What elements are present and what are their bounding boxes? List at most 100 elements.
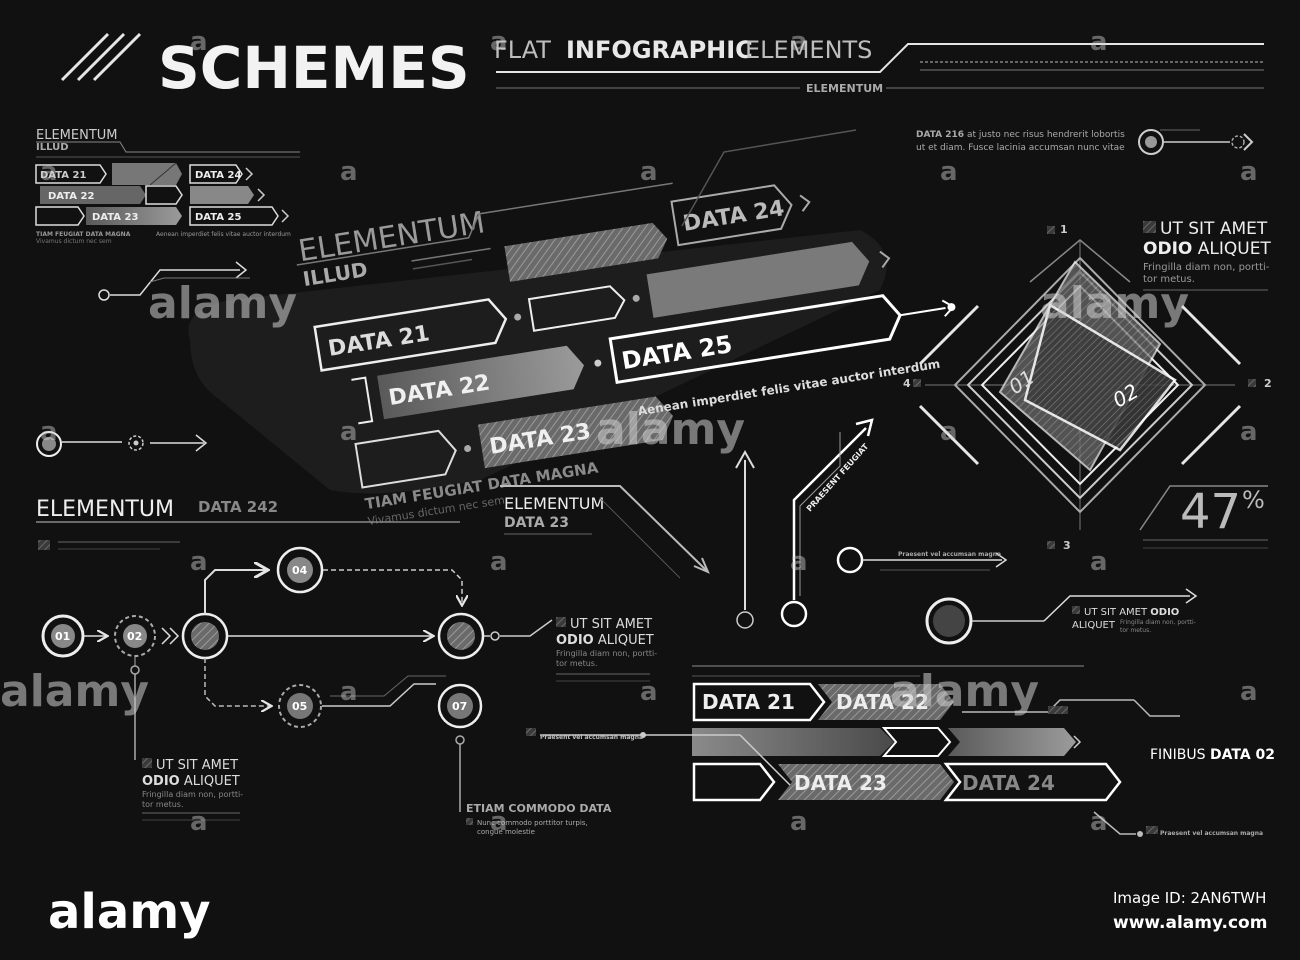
center-big-circle-core (933, 605, 965, 637)
center-elements: ELEMENTUM DATA 23 PRAESENT FEUGIAT Praes… (500, 418, 1198, 645)
watermark-a-4: a (1090, 27, 1108, 57)
header-slash-3 (92, 32, 142, 82)
bar-outline-left (692, 762, 776, 802)
mini-chip-21 (35, 164, 107, 184)
radar-frame-top (1029, 239, 1131, 283)
bars-small-left: Praesent vel accumsan magna (540, 734, 643, 741)
flow-callout-2-mark (556, 617, 566, 627)
persp-bar-22 (377, 345, 585, 420)
radar-frame-tl (918, 304, 980, 366)
mini-label-25: DATA 25 (195, 212, 241, 223)
mini-chip-outline-2 (35, 206, 85, 226)
watermark-a-23: a (790, 807, 808, 837)
flow-node-02 (123, 624, 147, 648)
center-diag-circle (780, 600, 808, 628)
page-title: SCHEMES (158, 34, 470, 102)
bars-small-left-mark (526, 728, 536, 736)
mini-chevron-1 (245, 167, 254, 181)
mini-chip-gray (112, 163, 182, 185)
bars-diag-connector (540, 734, 791, 786)
flow-title-data: DATA 242 (198, 498, 278, 516)
flow-diagram: ELEMENTUM DATA 242 01 02 04 05 (36, 497, 657, 836)
bars-small-right: Praesent vel accumsan magna (1160, 830, 1263, 837)
flow-double-chevron (161, 627, 180, 645)
center-callout-h2: ALIQUET (1072, 620, 1116, 631)
timeline-big-circle-core (42, 437, 56, 451)
radar-axis-4: 4 (903, 377, 911, 390)
flow-end-ring (437, 612, 485, 660)
radar-note-h2: ODIO ALIQUET (1143, 239, 1271, 259)
watermark-2: alamy (596, 404, 745, 455)
flow-callout-3-d2: congue molestie (477, 828, 535, 836)
persp-dot-3 (594, 359, 602, 367)
center-callout-d2: tor metus. (1120, 627, 1151, 634)
flow-edge-05-07-shadow (330, 675, 446, 697)
persp-chevron-3 (941, 299, 955, 317)
flow-edge-hub-04 (204, 570, 266, 614)
watermark-a-2: a (490, 27, 508, 57)
flow-node-04-ring (276, 546, 324, 594)
mini-chip-gray-2 (190, 186, 254, 204)
radar-frame-tr (1180, 304, 1242, 366)
flow-mark (38, 540, 50, 550)
radar-percent-rule (1139, 485, 1268, 531)
persp-rule-3 (412, 258, 473, 270)
note-circle (1138, 129, 1164, 155)
bar-24 (943, 762, 1122, 802)
bars-bottom-dot (1137, 831, 1143, 837)
connector-line-2 (149, 277, 250, 283)
persp-chip-24 (670, 184, 793, 247)
persp-rule (296, 182, 673, 266)
flow-callout-3-d1: Nunc commodo porttitor turpis, (477, 819, 588, 827)
watermark-a-10: a (40, 417, 58, 447)
watermark-a-20: a (1240, 677, 1258, 707)
radar-ring-outer (953, 256, 1207, 514)
watermark-a-11: a (340, 417, 358, 447)
radar-frame-bl (918, 404, 980, 466)
persp-chip-21 (313, 298, 508, 372)
connector-arrow-1 (235, 261, 248, 279)
watermark-1: alamy (148, 278, 297, 329)
header-tag: ELEMENTUM (806, 82, 883, 95)
watermark-a-5: a (40, 157, 58, 187)
flow-node-04 (287, 557, 313, 583)
note-arrow (1243, 133, 1254, 151)
center-diag-arrowhead (855, 418, 874, 437)
mini-chip-25 (189, 206, 279, 226)
bar-22-connector-mark (1048, 706, 1068, 714)
persp-chip-25 (608, 294, 902, 385)
mini-chevron-2 (257, 188, 266, 202)
watermark-a-7: a (640, 157, 658, 187)
radar-area-2 (1023, 303, 1177, 452)
persp-dot-1 (514, 313, 522, 321)
timeline-big-circle (36, 431, 62, 457)
footer: alamy Image ID: 2AN6TWH www.alamy.com (48, 884, 1267, 940)
center-small-circle (836, 546, 864, 574)
footer-image-id: Image ID: 2AN6TWH (1113, 889, 1266, 907)
mini-chip-24 (189, 164, 243, 184)
flow-hub (191, 622, 219, 650)
flow-edge-05-07 (322, 683, 436, 707)
mini-block: ELEMENTUM ILLUD DATA 21 DATA 24 DATA 22 … (35, 128, 300, 245)
persp-perspective-line (681, 129, 857, 227)
watermark-a-12: a (940, 417, 958, 447)
flow-node-07-ring (437, 683, 483, 729)
radar-axis-1-mark (1047, 226, 1055, 234)
bar-23 (778, 764, 954, 800)
flow-callout-2-d2: tor metus. (556, 659, 598, 668)
flow-node-05-ring (278, 684, 322, 728)
bar-wide-chevron (1073, 735, 1082, 749)
radar-axis-1: 1 (1060, 223, 1068, 236)
bars-diag-dot (640, 732, 646, 738)
bar-21 (692, 682, 826, 722)
flow-callout-1-h2: ODIO ALIQUET (142, 774, 240, 789)
flow-callout-1-mark (142, 758, 152, 768)
perspective-block: ELEMENTUM ILLUD DATA 24 DATA 21 DATA 22 … (188, 129, 956, 528)
persp-chevron-1 (799, 194, 811, 212)
note-end-circle (1231, 135, 1245, 149)
flow-callout-1-h1: UT SIT AMET (156, 758, 238, 773)
bars-finibus: FINIBUS DATA 02 (1150, 747, 1275, 763)
persp-bar-gray (646, 241, 870, 318)
center-el-line (500, 485, 707, 571)
watermark-a-13: a (1240, 417, 1258, 447)
